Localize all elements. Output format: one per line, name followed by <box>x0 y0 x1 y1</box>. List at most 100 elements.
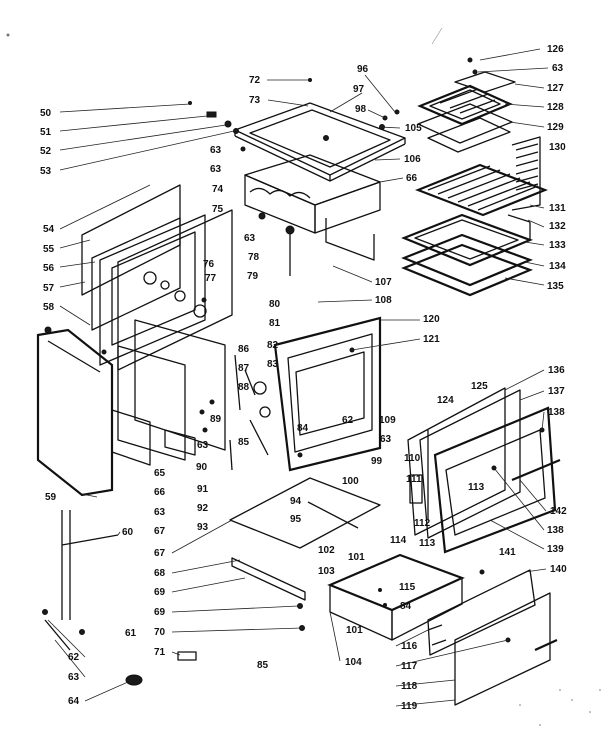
part-number-label: 67 <box>154 548 166 559</box>
part-number-label: 81 <box>269 318 281 329</box>
part-number-label: 134 <box>549 261 566 272</box>
part-number-label: 70 <box>154 627 166 638</box>
part-number-label: 95 <box>290 514 302 525</box>
part-number-label: 84 <box>297 423 309 434</box>
part-number-label: 89 <box>210 414 222 425</box>
part-number-label: 63 <box>154 507 166 518</box>
drawer-front-panel <box>427 569 558 706</box>
part-number-label: 106 <box>404 154 421 165</box>
part-number-label: 102 <box>318 545 335 556</box>
part-number-label: 93 <box>197 522 209 533</box>
part-number-label: 98 <box>355 104 367 115</box>
broiler-grate-assembly <box>417 57 516 153</box>
part-number-label: 124 <box>437 395 454 406</box>
oven-bottom-pans <box>401 213 534 297</box>
part-number-label: 140 <box>550 564 567 575</box>
part-number-label: 63 <box>380 434 392 445</box>
scan-specks <box>6 27 601 726</box>
part-number-label: 58 <box>43 302 55 313</box>
oven-door <box>407 387 561 554</box>
part-number-label: 107 <box>375 277 392 288</box>
part-number-label: 128 <box>547 102 564 113</box>
part-number-label: 96 <box>357 64 369 75</box>
valve-and-thermostat <box>199 354 271 471</box>
part-number-label: 99 <box>371 456 383 467</box>
part-number-label: 59 <box>45 492 57 503</box>
part-number-label: 56 <box>43 263 55 274</box>
part-number-label: 71 <box>154 647 166 658</box>
part-number-label: 142 <box>550 506 567 517</box>
part-number-label: 64 <box>68 696 80 707</box>
part-number-label: 66 <box>406 173 418 184</box>
part-number-label: 104 <box>345 657 362 668</box>
part-number-label: 63 <box>210 164 222 175</box>
side-panel-outer <box>36 326 114 497</box>
part-number-label: 86 <box>238 344 250 355</box>
part-number-label: 139 <box>547 544 564 555</box>
part-number-label: 136 <box>548 365 565 376</box>
part-number-label: 61 <box>125 628 137 639</box>
part-number-label: 78 <box>248 252 260 263</box>
part-number-label: 82 <box>267 340 279 351</box>
part-number-label: 110 <box>404 453 421 464</box>
part-number-label: 52 <box>40 146 52 157</box>
part-number-label: 69 <box>154 587 166 598</box>
part-number-label: 120 <box>423 314 440 325</box>
part-number-label: 80 <box>269 299 281 310</box>
part-number-label: 63 <box>552 63 564 74</box>
leveling-legs <box>42 510 305 686</box>
part-number-label: 62 <box>342 415 354 426</box>
part-number-label: 132 <box>549 221 566 232</box>
part-number-label: 118 <box>401 681 418 692</box>
part-number-label: 72 <box>249 75 261 86</box>
part-number-label: 63 <box>68 672 80 683</box>
part-number-label: 113 <box>468 482 485 493</box>
part-number-label: 115 <box>399 582 416 593</box>
part-number-label: 85 <box>238 437 250 448</box>
part-number-label: 69 <box>154 607 166 618</box>
part-number-label: 138 <box>547 525 564 536</box>
part-number-label: 65 <box>154 468 166 479</box>
part-number-label: 51 <box>40 127 52 138</box>
side-panel-insulation <box>81 184 181 331</box>
part-number-label: 90 <box>196 462 208 473</box>
part-number-label: 55 <box>43 244 55 255</box>
part-number-label: 94 <box>290 496 302 507</box>
part-number-label: 68 <box>154 568 166 579</box>
part-number-label: 130 <box>549 142 566 153</box>
part-number-label: 77 <box>205 273 217 284</box>
part-number-label: 121 <box>423 334 440 345</box>
callout-labels: 1266312712812913013113213313413572739697… <box>40 44 567 712</box>
part-number-label: 53 <box>40 166 52 177</box>
part-number-label: 66 <box>154 487 166 498</box>
part-number-label: 113 <box>419 538 436 549</box>
part-number-label: 111 <box>406 474 422 485</box>
leader-lines <box>47 48 549 707</box>
part-number-label: 63 <box>197 440 209 451</box>
small-parts-left-top <box>188 78 400 152</box>
part-number-label: 133 <box>549 240 566 251</box>
part-number-label: 112 <box>414 518 431 529</box>
part-number-label: 114 <box>390 535 407 546</box>
part-number-label: 109 <box>379 415 396 426</box>
part-number-label: 116 <box>401 641 418 652</box>
part-number-label: 88 <box>238 382 250 393</box>
part-number-label: 76 <box>203 259 215 270</box>
part-number-label: 101 <box>348 552 365 563</box>
part-number-label: 100 <box>342 476 359 487</box>
oven-rack <box>414 163 549 217</box>
part-number-label: 131 <box>549 203 566 214</box>
part-number-label: 67 <box>154 526 166 537</box>
part-number-label: 63 <box>244 233 256 244</box>
part-number-label: 74 <box>212 184 224 195</box>
part-number-label: 135 <box>547 281 564 292</box>
part-number-label: 125 <box>471 381 488 392</box>
oven-liner-rear <box>99 209 233 371</box>
part-number-label: 79 <box>247 271 259 282</box>
part-number-label: 103 <box>318 566 335 577</box>
part-number-label: 54 <box>43 224 55 235</box>
part-number-label: 101 <box>346 625 363 636</box>
cooktop-panel <box>234 102 406 182</box>
oven-front-frame <box>273 316 382 472</box>
